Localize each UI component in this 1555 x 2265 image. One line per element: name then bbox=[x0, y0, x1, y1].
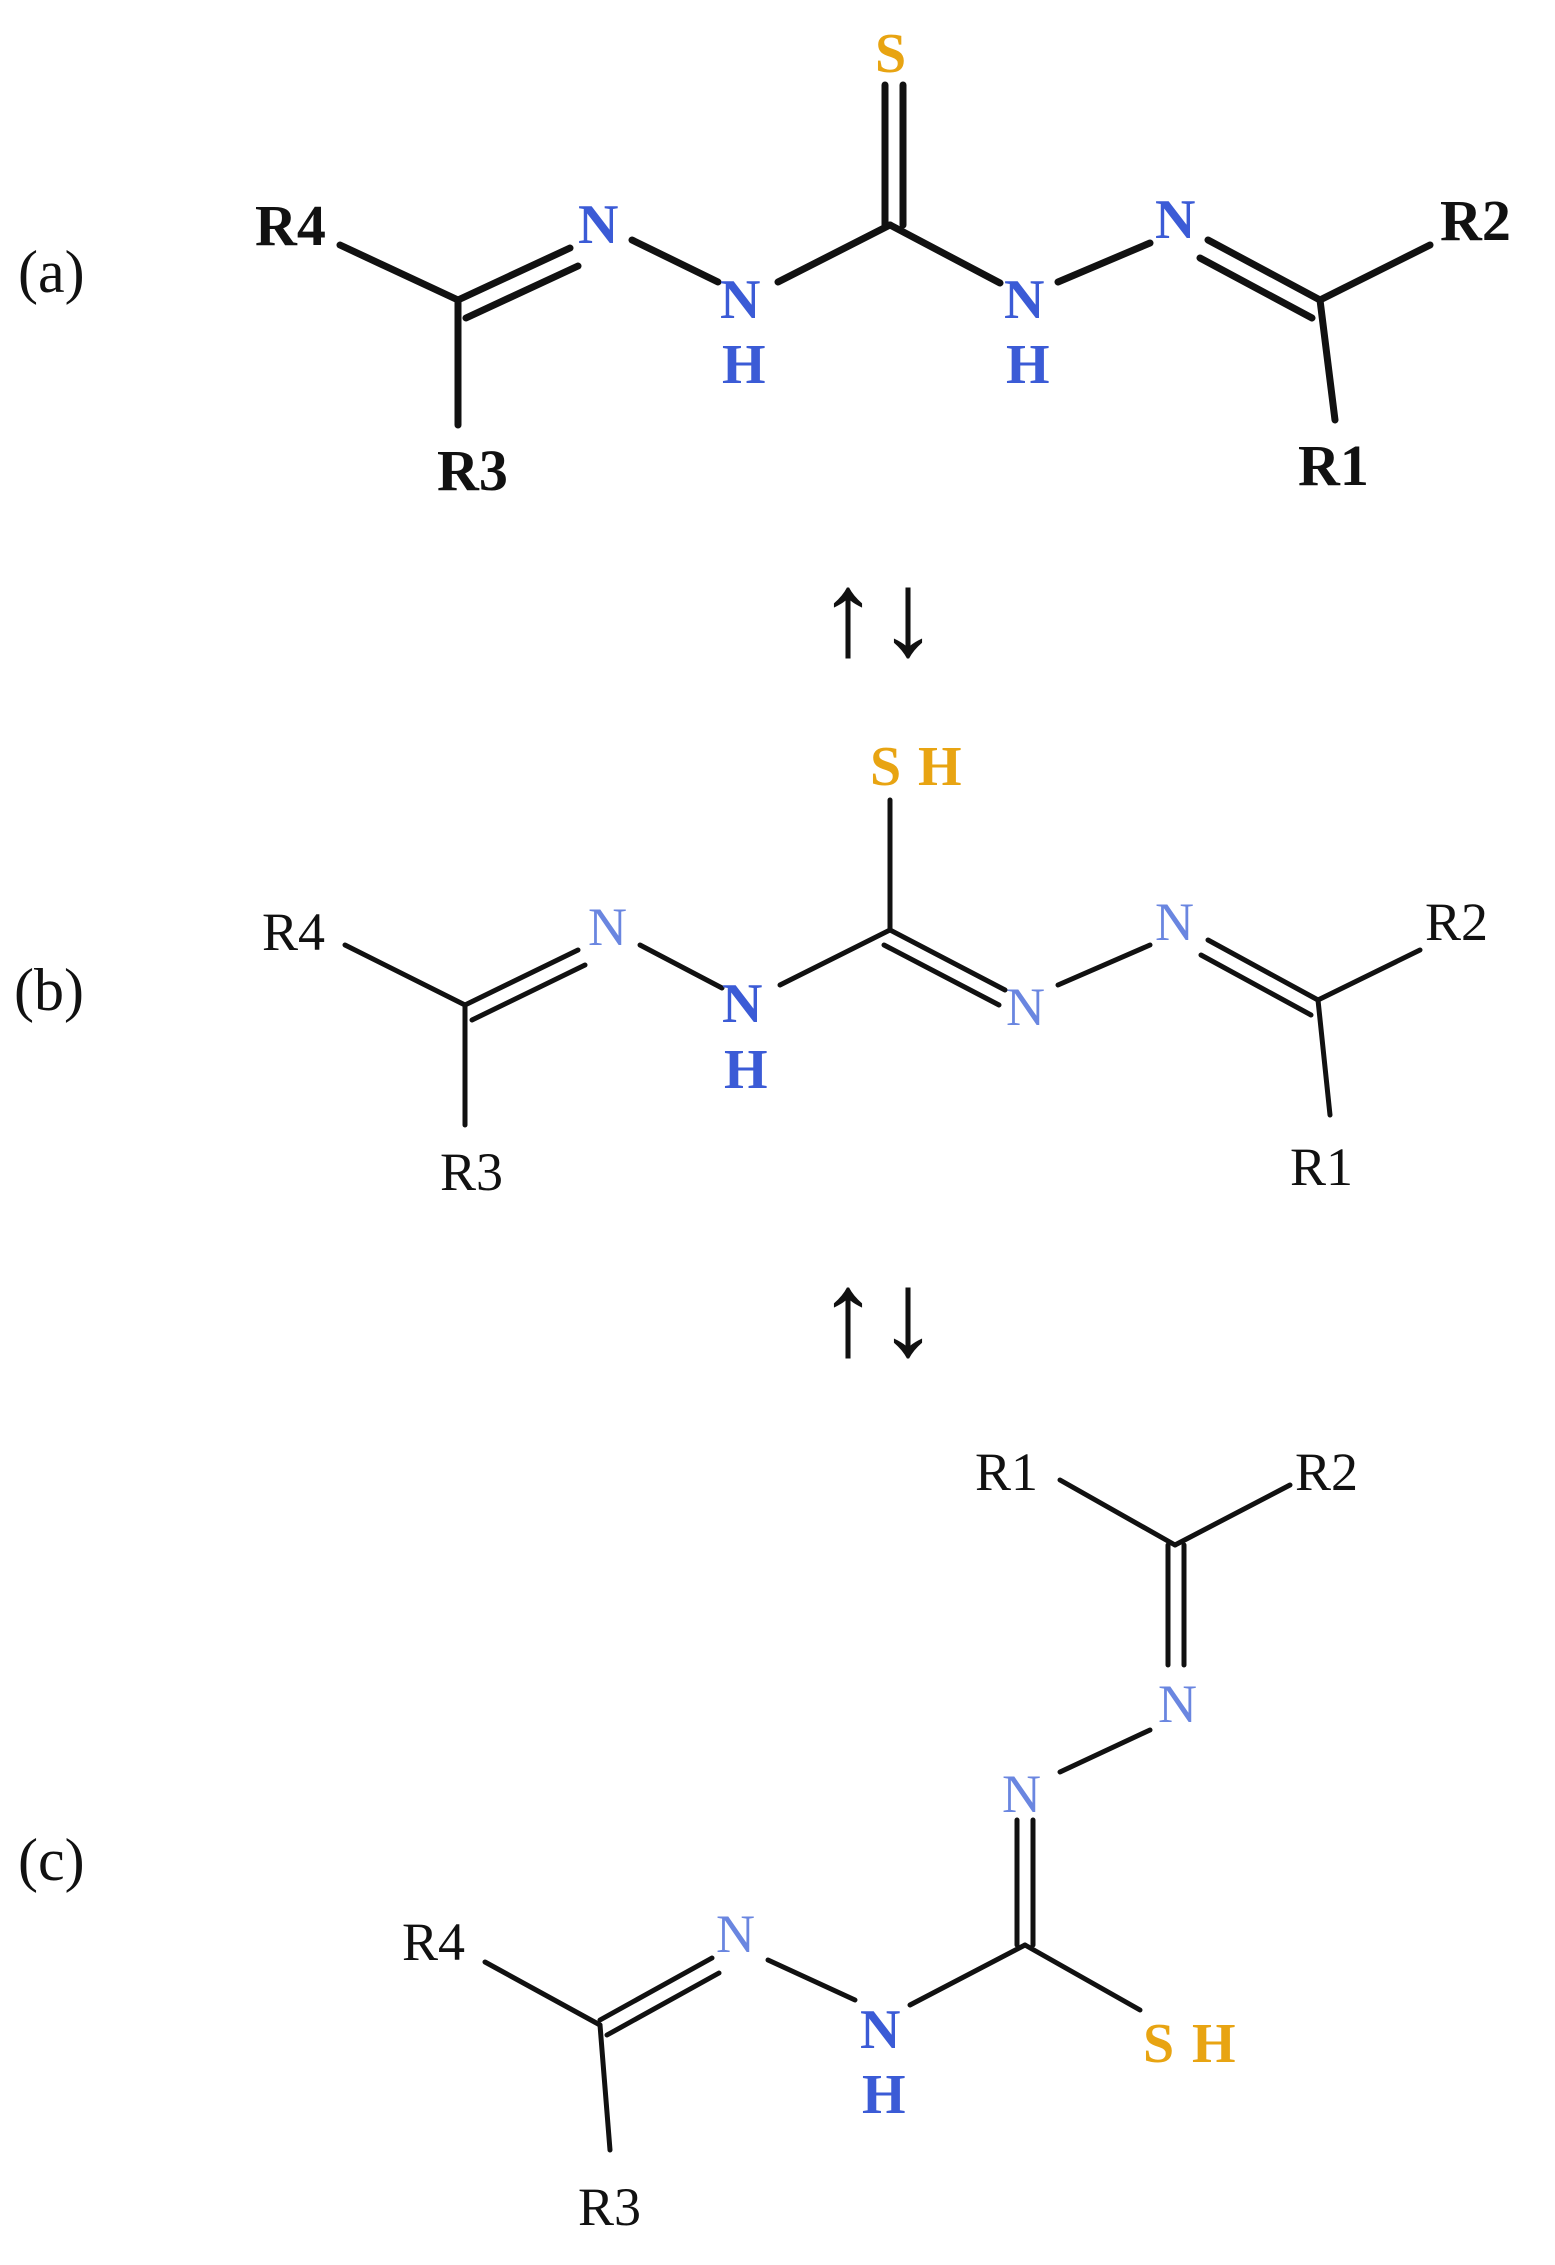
bond-n-nh bbox=[637, 942, 725, 991]
bond-n-n bbox=[1057, 1727, 1153, 1775]
bond-c-nh bbox=[886, 221, 1004, 287]
bond-n-c-double-2 bbox=[604, 1970, 722, 2038]
r3-label: R3 bbox=[440, 1142, 503, 1202]
sulfur-atom: S bbox=[875, 23, 906, 85]
hydrogen-atom: H bbox=[1006, 334, 1050, 396]
bond-c-n-double-2 bbox=[881, 942, 1002, 1008]
r1-label: R1 bbox=[1298, 433, 1369, 498]
panel-a: (a) R4 R3 N N H S N H N R2 R1 bbox=[18, 23, 1511, 503]
bond-n-nh bbox=[628, 236, 722, 286]
sulfur-atom: S bbox=[870, 736, 901, 798]
bond-c-n-double-1 bbox=[462, 947, 581, 1008]
bond-n-n bbox=[1055, 942, 1153, 988]
panel-a-label: (a) bbox=[18, 239, 85, 305]
bond-nh-c bbox=[774, 221, 894, 286]
bond-c-n-double-2 bbox=[469, 962, 588, 1023]
hydrogen-atom: H bbox=[862, 2064, 906, 2126]
equilibrium-arrows: ↑↓ bbox=[818, 548, 938, 681]
sulfhydryl-hydrogen: H bbox=[1192, 2013, 1236, 2075]
bond-c-n-double-2 bbox=[462, 262, 582, 322]
nitrogen-atom: N bbox=[720, 269, 760, 331]
equilibrium-arrows: ↑↓ bbox=[818, 1248, 938, 1381]
bond-c-r1 bbox=[1315, 997, 1333, 1118]
nitrogen-atom: N bbox=[1155, 892, 1194, 952]
r3-label: R3 bbox=[578, 2177, 641, 2237]
nitrogen-atom: N bbox=[578, 194, 618, 256]
bond-n-c-double-2 bbox=[1198, 952, 1314, 1018]
hydrogen-atom: H bbox=[724, 1039, 768, 1101]
r4-label: R4 bbox=[402, 1912, 465, 1972]
bond-nh-n bbox=[765, 1957, 858, 2003]
panel-b-label: (b) bbox=[14, 957, 84, 1023]
bond-n-c-double-2 bbox=[1196, 254, 1316, 322]
bond-n-c-double-1 bbox=[1205, 937, 1321, 1003]
nitrogen-atom: N bbox=[1158, 1674, 1197, 1734]
bond-c-nh bbox=[907, 1942, 1028, 2008]
panel-c: (c) R1 R2 N N S H N H N R4 R3 bbox=[18, 1442, 1358, 2237]
nitrogen-atom: N bbox=[860, 1999, 900, 2061]
bond-r4-c bbox=[342, 942, 468, 1008]
bond-r4-c bbox=[336, 241, 462, 304]
bond-c-r3 bbox=[597, 2022, 613, 2153]
bond-n-c-double-1 bbox=[1204, 236, 1324, 304]
nitrogen-atom: N bbox=[588, 897, 627, 957]
nitrogen-atom: N bbox=[1004, 269, 1044, 331]
bond-nh-n bbox=[1054, 239, 1154, 286]
nitrogen-atom: N bbox=[1002, 1764, 1041, 1824]
r1-label: R1 bbox=[975, 1442, 1038, 1502]
bond-c-n-double-1 bbox=[887, 927, 1008, 993]
bond-c-sh bbox=[1022, 1942, 1143, 2013]
bond-n-c-double-1 bbox=[597, 1955, 715, 2023]
r1-label: R1 bbox=[1290, 1137, 1353, 1197]
bond-c-r1 bbox=[1316, 296, 1339, 424]
nitrogen-atom: N bbox=[1155, 189, 1195, 251]
r3-label: R3 bbox=[437, 438, 508, 503]
bond-c-r2 bbox=[1172, 1482, 1293, 1548]
bond-nh-c bbox=[777, 927, 893, 988]
nitrogen-atom: N bbox=[722, 973, 762, 1035]
nitrogen-atom: N bbox=[716, 1904, 755, 1964]
panel-b: (b) R4 R3 N N H S H N N R2 R1 bbox=[14, 736, 1488, 1202]
r4-label: R4 bbox=[255, 193, 326, 258]
r2-label: R2 bbox=[1295, 1442, 1358, 1502]
sulfhydryl-hydrogen: H bbox=[918, 736, 962, 798]
sulfur-atom: S bbox=[1143, 2013, 1174, 2075]
nitrogen-atom: N bbox=[1006, 977, 1045, 1037]
bond-c-n-double-1 bbox=[454, 244, 574, 304]
hydrogen-atom: H bbox=[722, 334, 766, 396]
bond-r4-c bbox=[482, 1959, 603, 2028]
r2-label: R2 bbox=[1440, 188, 1511, 253]
bond-c-r2 bbox=[1316, 241, 1434, 304]
bond-c-r2 bbox=[1315, 947, 1423, 1003]
r4-label: R4 bbox=[262, 902, 325, 962]
bond-r1-c bbox=[1057, 1477, 1178, 1548]
panel-c-label: (c) bbox=[18, 1827, 85, 1893]
r2-label: R2 bbox=[1425, 892, 1488, 952]
